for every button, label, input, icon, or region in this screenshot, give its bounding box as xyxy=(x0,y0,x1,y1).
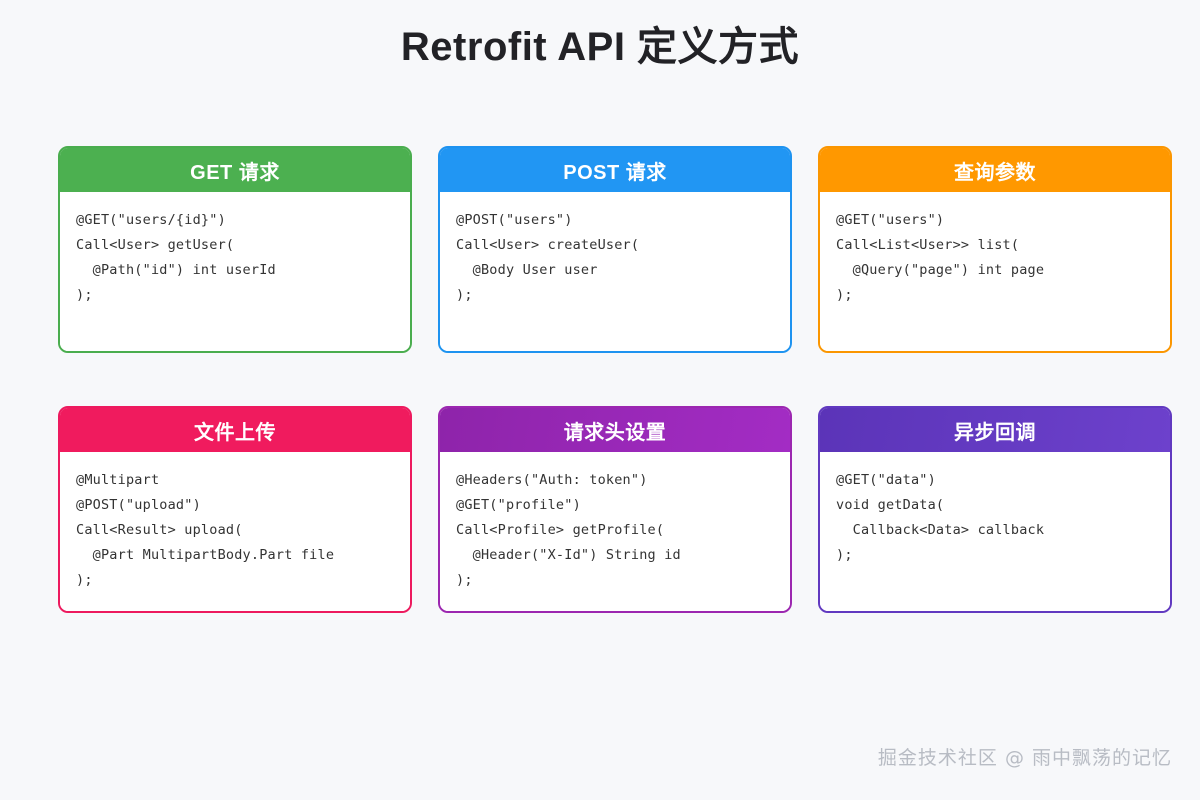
code-block-async-callback: @GET("data") void getData( Callback<Data… xyxy=(836,472,1045,563)
card-file-upload[interactable]: 文件上传 @Multipart @POST("upload") Call<Res… xyxy=(58,406,412,613)
card-query-params[interactable]: 查询参数 @GET("users") Call<List<User>> list… xyxy=(818,146,1172,353)
card-title-request-headers: 请求头设置 xyxy=(440,408,790,452)
card-get-request[interactable]: GET 请求 @GET("users/{id}") Call<User> get… xyxy=(58,146,412,353)
page-title: Retrofit API 定义方式 xyxy=(400,25,800,69)
card-title-post-request: POST 请求 xyxy=(440,148,790,192)
watermark: 掘金技术社区 @ 雨中飘荡的记忆 xyxy=(877,747,1172,769)
code-block-file-upload: @Multipart @POST("upload") Call<Result> … xyxy=(76,472,335,588)
card-grid: GET 请求 @GET("users/{id}") Call<User> get… xyxy=(58,146,1172,613)
card-body-request-headers: @Headers("Auth: token") @GET("profile") … xyxy=(440,452,790,611)
code-block-post-request: @POST("users") Call<User> createUser( @B… xyxy=(456,212,640,303)
card-body-file-upload: @Multipart @POST("upload") Call<Result> … xyxy=(60,452,410,611)
card-title-file-upload: 文件上传 xyxy=(60,408,410,452)
card-title-query-params: 查询参数 xyxy=(820,148,1170,192)
card-body-get-request: @GET("users/{id}") Call<User> getUser( @… xyxy=(60,192,410,351)
card-post-request[interactable]: POST 请求 @POST("users") Call<User> create… xyxy=(438,146,792,353)
card-body-async-callback: @GET("data") void getData( Callback<Data… xyxy=(820,452,1170,611)
code-block-request-headers: @Headers("Auth: token") @GET("profile") … xyxy=(456,472,681,588)
code-block-query-params: @GET("users") Call<List<User>> list( @Qu… xyxy=(836,212,1045,303)
card-request-headers[interactable]: 请求头设置 @Headers("Auth: token") @GET("prof… xyxy=(438,406,792,613)
card-body-query-params: @GET("users") Call<List<User>> list( @Qu… xyxy=(820,192,1170,351)
card-body-post-request: @POST("users") Call<User> createUser( @B… xyxy=(440,192,790,351)
card-title-get-request: GET 请求 xyxy=(60,148,410,192)
card-title-async-callback: 异步回调 xyxy=(820,408,1170,452)
code-block-get-request: @GET("users/{id}") Call<User> getUser( @… xyxy=(76,212,276,303)
card-async-callback[interactable]: 异步回调 @GET("data") void getData( Callback… xyxy=(818,406,1172,613)
